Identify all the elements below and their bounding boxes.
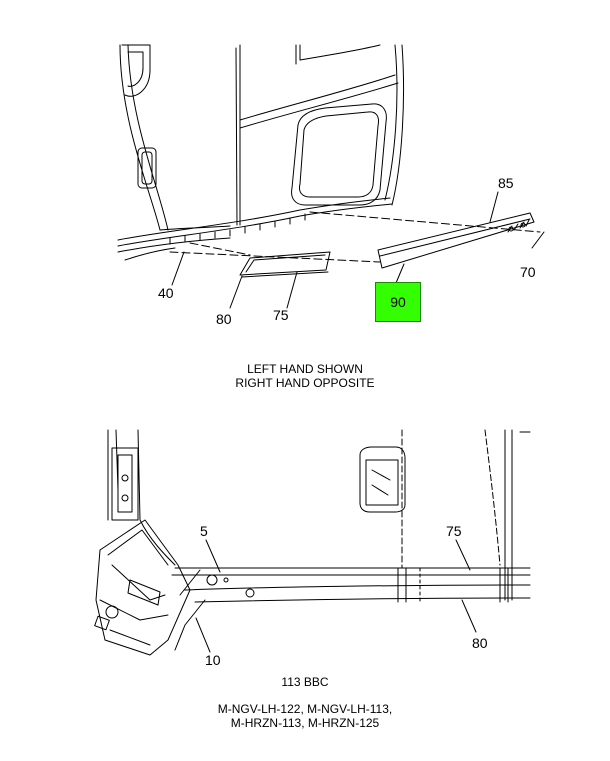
- model-list-line2: M-HRZN-113, M-HRZN-125: [230, 716, 380, 730]
- part-85-trim-panel: [377, 212, 535, 269]
- model-list-line1: M-NGV-LH-122, M-NGV-LH-113,: [217, 702, 393, 716]
- highlighted-callout-90[interactable]: 90: [375, 282, 421, 322]
- front-step-housing: [94, 519, 191, 656]
- callout-75: 75: [273, 307, 289, 323]
- callout-40: 40: [158, 285, 174, 301]
- leader-lines-upper: [171, 191, 545, 309]
- cab-body-upper: [117, 44, 405, 261]
- leader-lines-lower: [195, 539, 477, 653]
- note-right-hand: RIGHT HAND OPPOSITE: [235, 376, 375, 390]
- highlighted-callout-label: 90: [390, 294, 406, 310]
- cab-body-lower: [107, 429, 531, 601]
- sill-panel-lower: [171, 567, 531, 651]
- callout-10: 10: [205, 652, 221, 668]
- callout-85: 85: [498, 175, 514, 191]
- note-left-hand: LEFT HAND SHOWN: [247, 362, 363, 376]
- callout-70: 70: [520, 264, 536, 280]
- callout-80: 80: [216, 311, 232, 327]
- callout-75-lower: 75: [446, 523, 462, 539]
- diagram-code: 113 BBC: [281, 675, 329, 689]
- callout-80-lower: 80: [472, 635, 488, 651]
- callout-5: 5: [200, 523, 208, 539]
- assembly-lines-upper: [169, 211, 541, 263]
